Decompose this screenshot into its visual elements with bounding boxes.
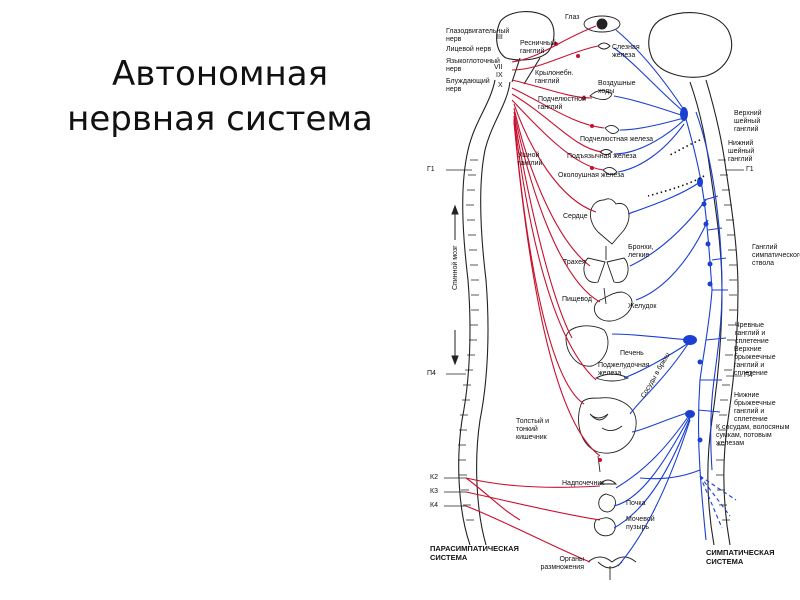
liver-shape [565, 325, 609, 367]
airways-shape [589, 90, 613, 100]
label-k3: К3 [430, 488, 438, 495]
label-lacrimal-gland: Слезная железа [612, 44, 640, 59]
parasympathetic-ganglia [554, 42, 602, 462]
label-submandibular-gland: Подчелюстная железа [580, 136, 653, 143]
slide-title-line2: нервная система [67, 99, 373, 140]
label-eye: Глаз [565, 14, 580, 21]
label-bronchi-lungs: Бронхи, легкие [628, 244, 654, 259]
label-facial-nerve: Лицевой нерв [446, 46, 492, 53]
lacrimal-gland-shape [597, 42, 611, 50]
label-k2: К2 [430, 474, 438, 481]
label-pancreas: Поджелудочная железа [598, 362, 650, 377]
bladder-shape [594, 517, 616, 537]
label-roman-iii: III [497, 34, 503, 41]
label-spinal-cord: Спинной мозг [452, 245, 459, 290]
label-inferior-cervical-ganglion: Нижний шейный ганглий [728, 140, 755, 163]
label-p4-right: П4 [744, 372, 753, 379]
label-reproductive-organs: Органы размножения [540, 556, 584, 571]
label-superior-cervical-ganglion: Верхний шейный ганглий [734, 110, 762, 133]
kidney-shape [598, 493, 616, 513]
colon-shape [597, 455, 601, 473]
label-vagus-nerve: Блуждающий нерв [446, 78, 490, 93]
slide-title-line1: Автономная [111, 54, 329, 94]
brain-left-outline [496, 11, 555, 61]
label-sympathetic-system: СИМПАТИЧЕСКАЯ СИСТЕМА [706, 548, 775, 566]
vertebra-ticks-right [716, 159, 737, 521]
label-superior-mesenteric-ganglion: Верхние брыжеечные ганглий и сплетение [734, 346, 776, 377]
label-esophagus: Пищевод [562, 296, 592, 303]
label-pterygopalatine-ganglion: Крылонебн. ганглий [535, 70, 574, 85]
label-intestines: Толстый и тонкий кишечник [516, 418, 550, 441]
label-kidney: Почка [626, 500, 646, 507]
label-trachea: Трахея [563, 259, 586, 266]
spinal-cord-left-outline [458, 79, 496, 546]
label-parasympathetic-system: ПАРАСИМПАТИЧЕСКАЯ СИСТЕМА [430, 544, 519, 562]
label-stomach: Желудок [628, 303, 657, 310]
label-roman-vii: VII [494, 64, 503, 71]
submandibular-gland-shape [604, 125, 620, 134]
label-liver: Печень [620, 350, 644, 357]
parotid-gland-shape [602, 167, 618, 175]
label-oculomotor-nerve: Глазодвигательный нерв [446, 28, 510, 43]
label-to-vessels: К сосудам, волосяным сумкам, потовым жел… [716, 424, 790, 447]
eye-shape [583, 15, 621, 33]
label-otic-ganglion: Ушной ганглий [518, 152, 543, 167]
label-airways: Воздушные ходы [598, 80, 636, 95]
label-roman-ix: IX [496, 72, 503, 79]
label-inferior-mesenteric-ganglion: Нижние брыжеечные ганглий и сплетение [734, 392, 776, 423]
lungs-shape [583, 257, 629, 283]
pancreas-shape [594, 373, 630, 382]
slide-title: Автономная нервная система [50, 52, 390, 142]
reproductive-organs-shape [587, 556, 637, 580]
label-celiac-ganglion: Чревные ганглий и сплетение [735, 322, 769, 345]
label-sublingual-gland: Подъязычная железа [567, 153, 637, 160]
label-adrenal: Надпочечник [562, 480, 605, 487]
label-ciliary-ganglion: Ресничный ганглий [520, 40, 556, 55]
label-g1-right: Г1 [746, 166, 754, 173]
spinal-cord-arrows [451, 204, 459, 366]
label-glossopharyngeal-nerve: Языкоглоточный нерв [446, 58, 500, 73]
level-tick-lines [444, 169, 744, 507]
label-roman-x: X [498, 82, 503, 89]
sublingual-gland-shape [599, 149, 613, 155]
sympathetic-fibers [611, 29, 737, 567]
vertebra-ticks-left [458, 159, 479, 521]
label-p4-left: П4 [427, 370, 436, 377]
label-submandibular-ganglion: Подчелюстной ганглий [538, 96, 586, 111]
label-sympathetic-trunk-ganglion: Ганглий симпатического ствола [752, 244, 800, 267]
spinal-cord-left-inner [476, 81, 511, 546]
label-parotid-gland: Околоушная железа [558, 172, 625, 179]
dotted-fibers [647, 139, 705, 197]
spinal-cord-right-outline [705, 79, 739, 546]
brain-right-outline [648, 12, 733, 78]
adrenal-shape [598, 479, 618, 485]
esophagus-shape [603, 287, 607, 305]
intestines-shape [578, 397, 637, 454]
label-heart: Сердце [563, 213, 588, 220]
label-g1-left: Г1 [427, 166, 435, 173]
stomach-shape [594, 291, 633, 322]
label-k4: К4 [430, 502, 438, 509]
heart-shape [590, 198, 630, 245]
sympathetic-ganglia [680, 107, 713, 443]
label-bladder: Мочевой пузырь [626, 516, 655, 531]
